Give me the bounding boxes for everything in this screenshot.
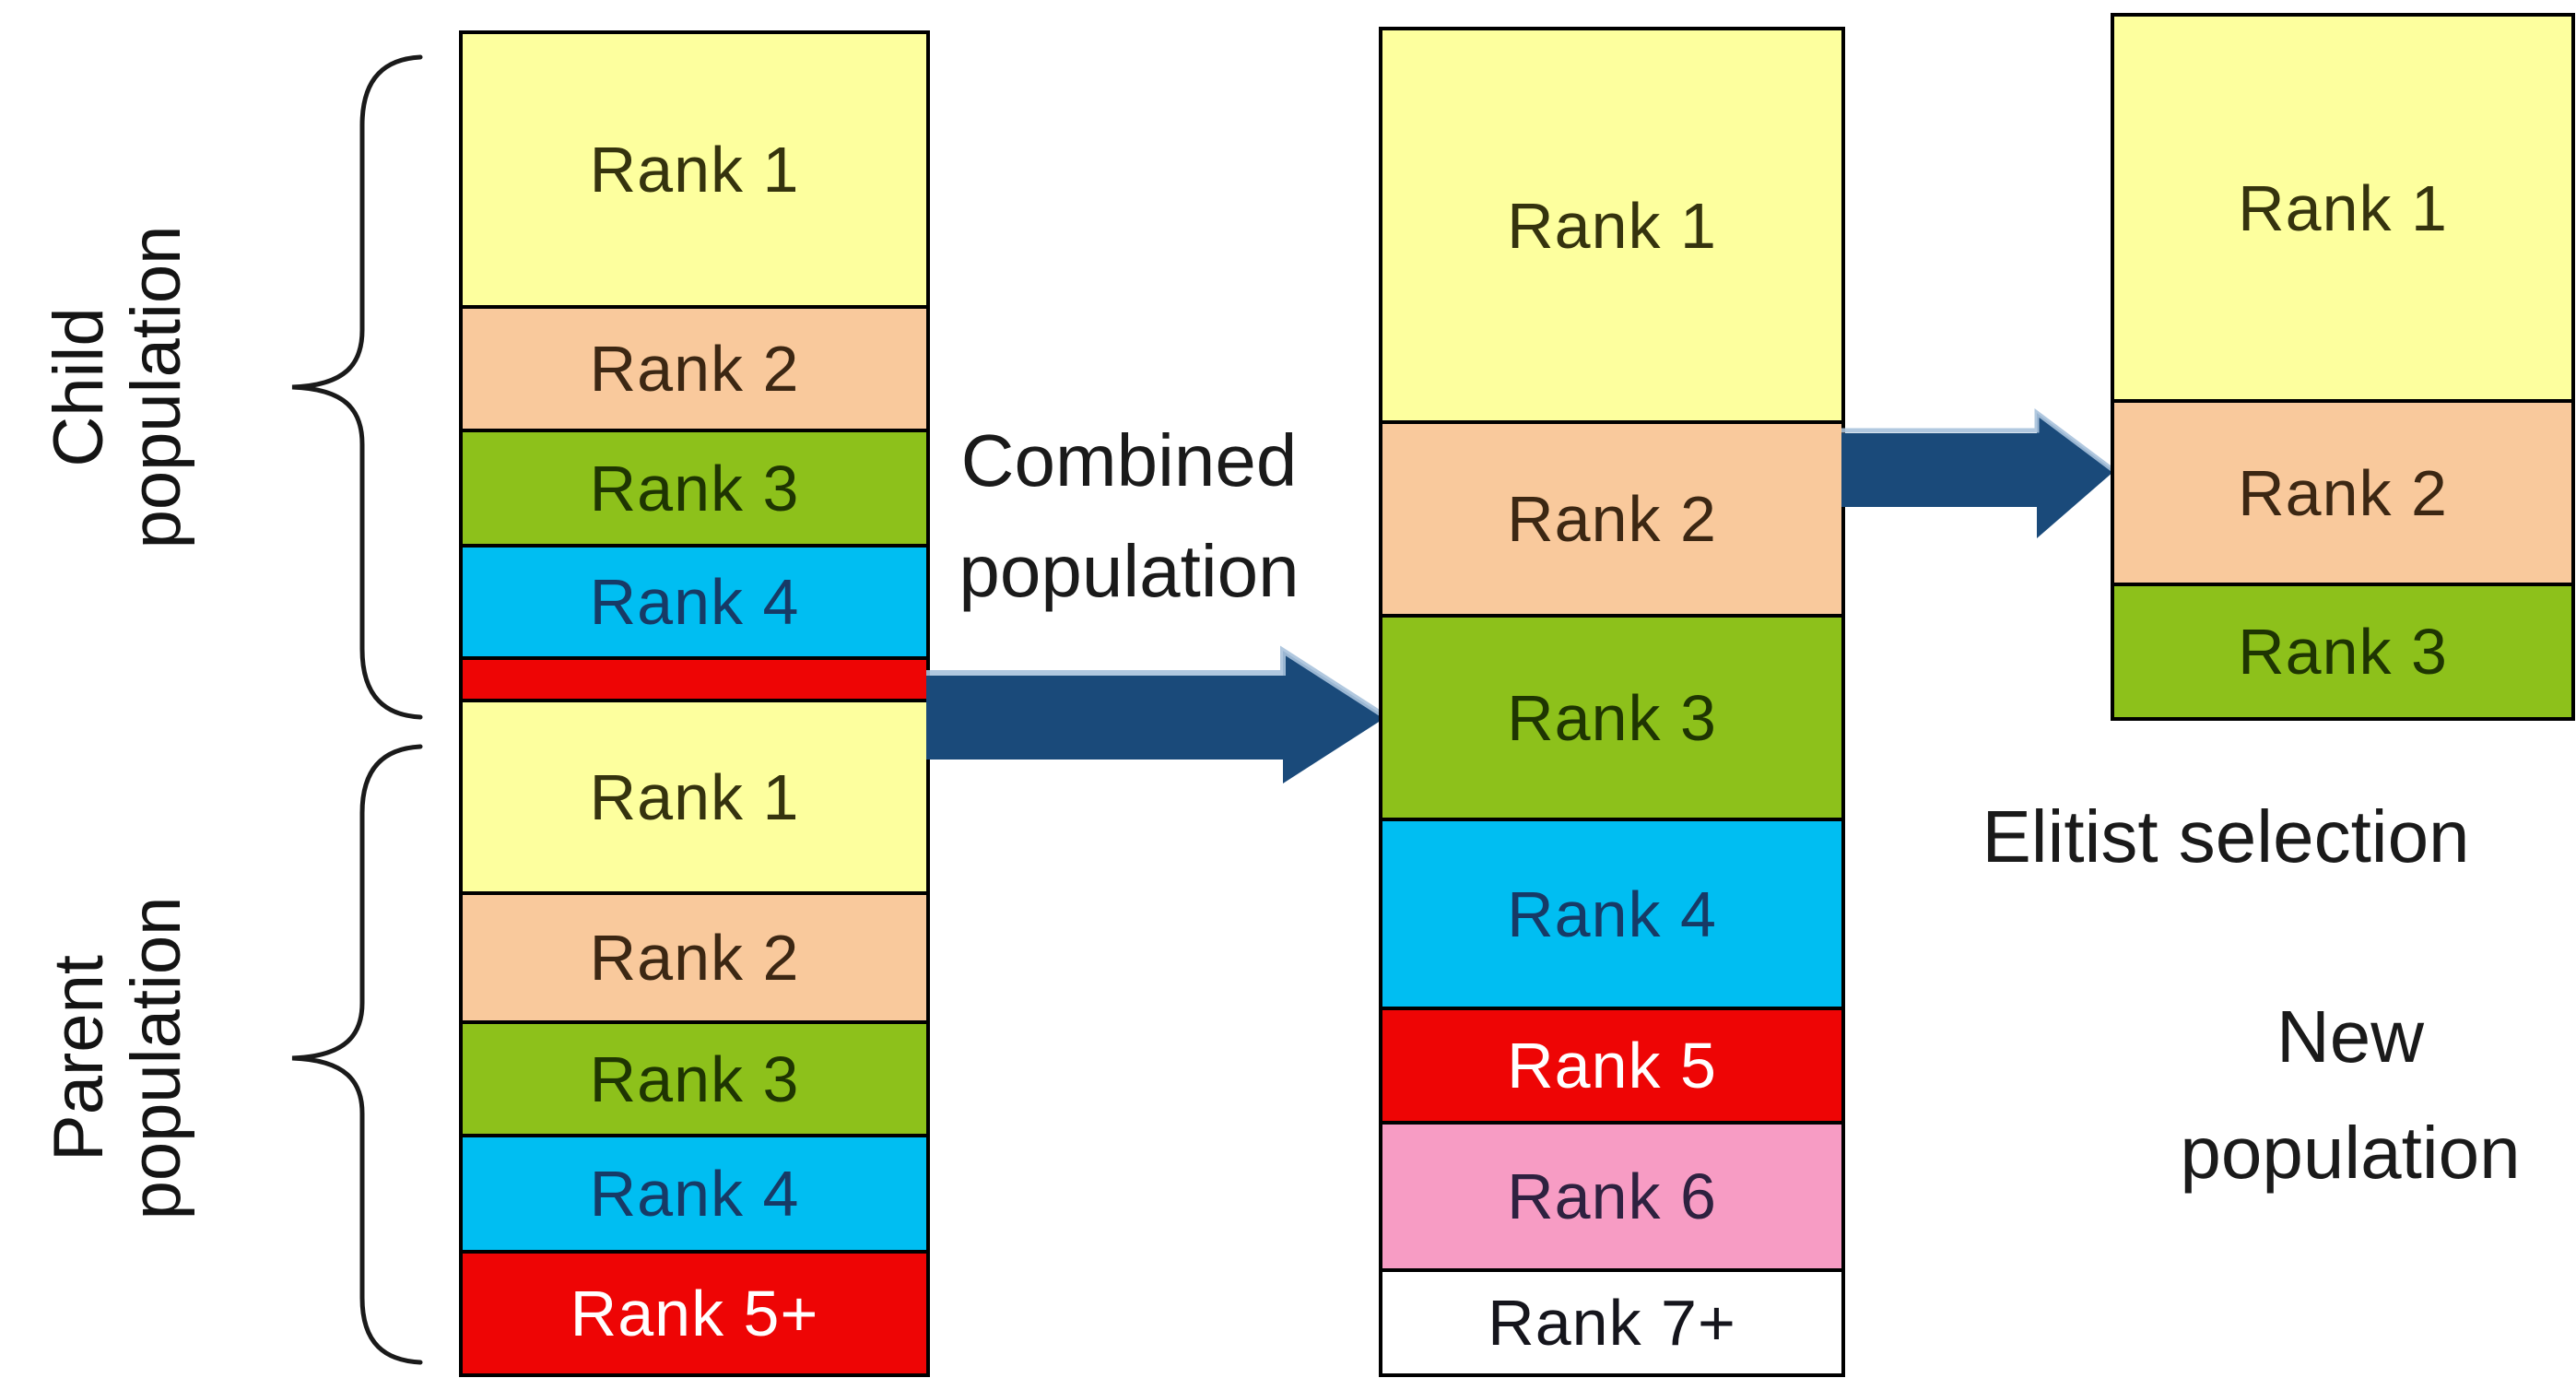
rank-segment: Rank 7+ — [1382, 1272, 1841, 1373]
combine-arrow-icon — [926, 645, 1388, 783]
combined-population-label-line2: population — [959, 530, 1300, 612]
parent-population-label-line2: population — [117, 896, 195, 1220]
rank-segment: Rank 1 — [2114, 17, 2571, 403]
rank-label: Rank 3 — [1507, 681, 1717, 754]
rank-segment: Rank 3 — [1382, 618, 1841, 821]
child-population-brace-icon — [291, 54, 423, 720]
combined-population-label: Combined population — [959, 406, 1299, 627]
rank-label: Rank 2 — [589, 922, 800, 994]
rank-segment: Rank 3 — [463, 1024, 926, 1137]
rank-label: Rank 2 — [2238, 456, 2448, 529]
rank-segment: Rank 2 — [463, 895, 926, 1024]
new-population-label-line1: New — [2276, 995, 2425, 1078]
rank-segment: Rank 4 — [463, 548, 926, 660]
rank-label: Rank 3 — [589, 452, 800, 524]
rank-segment: Rank 1 — [463, 702, 926, 895]
rank-label: Rank 7+ — [1488, 1287, 1736, 1359]
rank-segment: Rank 2 — [463, 309, 926, 432]
new-population-column: Rank 1 Rank 2 Rank 3 — [2111, 13, 2575, 721]
rank-segment: Rank 6 — [1382, 1125, 1841, 1272]
rank-label: Rank 1 — [589, 134, 800, 206]
rank-label: Rank 4 — [1507, 877, 1717, 950]
rank-label: Rank 5 — [1507, 1030, 1717, 1101]
rank-segment: Rank 4 — [463, 1137, 926, 1254]
rank-segment: Rank 5 — [1382, 1010, 1841, 1125]
parent-population-label-line1: Parent — [40, 955, 118, 1161]
rank-label: Rank 1 — [2238, 171, 2448, 244]
rank-label: Rank 6 — [1507, 1160, 1717, 1232]
rank-segment — [463, 660, 926, 702]
rank-label: Rank 5+ — [570, 1278, 819, 1349]
rank-label: Rank 4 — [589, 1158, 800, 1230]
rank-segment: Rank 2 — [1382, 424, 1841, 618]
rank-label: Rank 2 — [1507, 483, 1717, 555]
child-parent-population-column: Rank 1 Rank 2 Rank 3 Rank 4 Rank 1 Rank 2 Rank… — [459, 30, 930, 1377]
rank-label: Rank 2 — [589, 333, 800, 405]
rank-segment: Rank 5+ — [463, 1254, 926, 1373]
rank-segment: Rank 4 — [1382, 821, 1841, 1010]
new-population-label: New population — [2180, 979, 2520, 1211]
rank-label: Rank 3 — [2238, 616, 2448, 688]
new-population-label-line2: population — [2180, 1112, 2521, 1194]
child-population-label-line1: Child — [40, 307, 118, 467]
child-population-label-line2: population — [117, 225, 195, 549]
rank-segment: Rank 1 — [463, 34, 926, 309]
rank-label: Rank 4 — [589, 566, 800, 638]
rank-segment: Rank 3 — [463, 432, 926, 548]
combined-population-column: Rank 1 Rank 2 Rank 3 Rank 4 Rank 5 Rank 6 Rank… — [1379, 27, 1845, 1377]
parent-population-brace-icon — [291, 744, 423, 1365]
rank-label: Rank 1 — [1507, 189, 1717, 262]
rank-segment: Rank 1 — [1382, 30, 1841, 424]
elitist-selection-label: Elitist selection — [1982, 795, 2470, 877]
elitist-selection-arrow-icon — [1841, 408, 2116, 538]
rank-segment: Rank 2 — [2114, 403, 2571, 586]
combined-population-label-line1: Combined — [960, 419, 1298, 501]
rank-label: Rank 1 — [589, 760, 800, 833]
rank-label: Rank 3 — [589, 1042, 800, 1115]
rank-segment: Rank 3 — [2114, 586, 2571, 717]
